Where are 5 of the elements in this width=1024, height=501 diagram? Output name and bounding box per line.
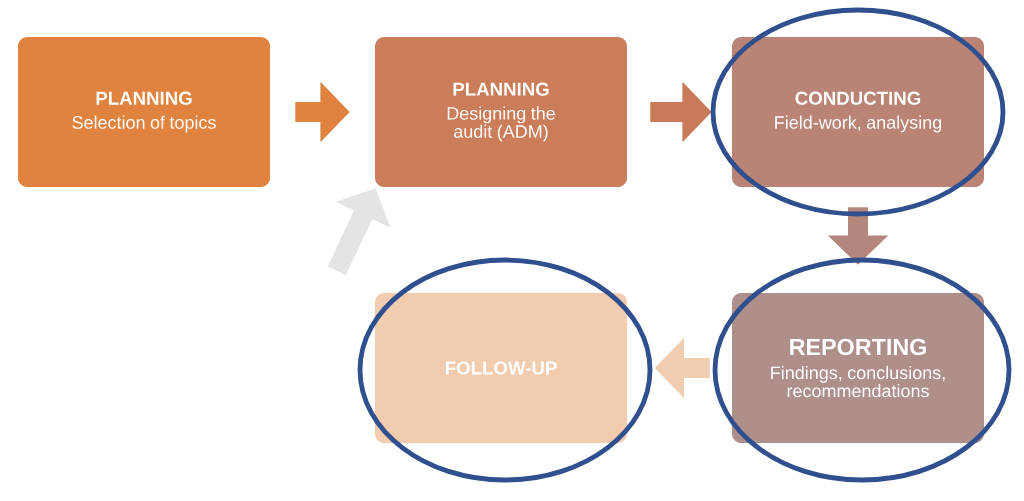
process-box: REPORTING Findings, conclusions, recommendations <box>732 293 984 443</box>
process-box: PLANNING Selection of topics <box>18 37 270 187</box>
process-box: FOLLOW-UP <box>375 293 627 443</box>
process-box: PLANNING Designing the audit (ADM) <box>375 37 627 187</box>
process-box: CONDUCTING Field-work, analysing <box>732 37 984 187</box>
